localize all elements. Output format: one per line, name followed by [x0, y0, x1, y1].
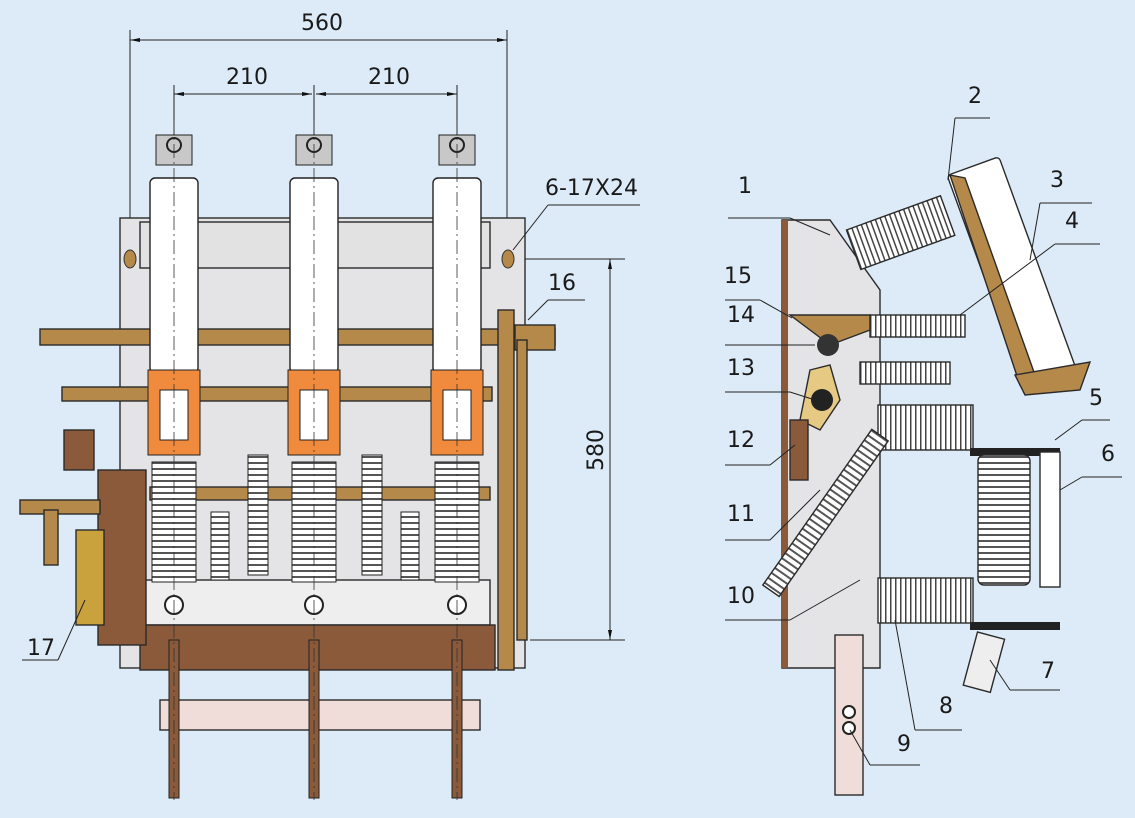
callout-3: 3: [1029, 168, 1092, 261]
label-4: 4: [1065, 209, 1079, 234]
cable-terminal: [962, 631, 1006, 694]
label-9: 9: [897, 732, 911, 757]
callout-9: 9: [849, 729, 920, 766]
operating-bar: [61, 386, 493, 402]
callout-15: 15: [724, 264, 793, 319]
leader-line: [769, 489, 821, 541]
dimension-580: 580: [505, 258, 625, 641]
operating-mechanism: [97, 469, 147, 646]
callout-5: 5: [1054, 386, 1110, 441]
support-insulator-upper: [877, 404, 974, 451]
label-14: 14: [727, 303, 755, 328]
callout-14: 14: [725, 303, 815, 346]
label-8: 8: [939, 694, 953, 719]
front-view: 560 210 210 580 6-17X24: [19, 11, 640, 800]
leader-line: [959, 243, 1056, 316]
spring-small-2: [400, 511, 420, 581]
dimension-560-label: 560: [301, 11, 343, 36]
label-13: 13: [727, 356, 755, 381]
mounting-holes-label: 6-17X24: [545, 176, 638, 201]
leader-line: [894, 619, 916, 731]
label-2: 2: [968, 84, 982, 109]
callout-2: 2: [947, 84, 990, 181]
label-3: 3: [1050, 168, 1064, 193]
handle: [43, 509, 59, 566]
actuator: [63, 429, 95, 471]
leader-line: [789, 217, 831, 236]
handle-shaft: [19, 499, 101, 515]
frame-edge: [782, 220, 788, 668]
earth-bolt-lower: [842, 721, 856, 735]
leader-line: [849, 729, 871, 766]
insulating-rod-lower: [859, 361, 951, 385]
earth-bolt-upper: [842, 705, 856, 719]
vertical-rod: [516, 339, 528, 641]
dimension-580-label: 580: [584, 429, 609, 471]
mounting-hole-left: [123, 249, 137, 269]
label-6: 6: [1101, 442, 1115, 467]
callout-13: 13: [725, 356, 816, 401]
label-11: 11: [727, 502, 755, 527]
upper-bracket: [970, 448, 1060, 456]
mounting-hole-right: [501, 249, 515, 269]
label-5: 5: [1089, 386, 1103, 411]
poles: [147, 120, 484, 800]
leader-line: [759, 299, 793, 319]
leader-line: [769, 444, 796, 466]
leader-line: [989, 659, 1011, 691]
insulating-rod-upper: [869, 314, 966, 338]
crank-lever: [787, 314, 871, 346]
leader-line: [789, 579, 861, 621]
callout-1: 1: [728, 174, 831, 236]
pole-1: [147, 120, 201, 800]
callout-6: 6: [1059, 442, 1122, 491]
pole-3: [430, 120, 484, 800]
callout-12: 12: [725, 428, 796, 466]
dimension-560: 560: [129, 11, 508, 250]
post-insulator: [1039, 451, 1061, 588]
support-insulator-lower: [877, 577, 974, 624]
vacuum-interrupter: [977, 454, 1031, 586]
label-7: 7: [1041, 659, 1055, 684]
callout-10: 10: [725, 579, 861, 621]
main-shaft-hub: [817, 334, 839, 356]
side-rail: [497, 309, 515, 671]
lower-bracket: [970, 622, 1060, 630]
callout-11: 11: [725, 489, 821, 541]
spring-1: [247, 454, 269, 576]
lower-contact: [1013, 361, 1092, 396]
dimension-210-left-label: 210: [226, 65, 268, 90]
spring-small-1: [210, 511, 230, 581]
dimension-210-right-label: 210: [368, 65, 410, 90]
spring-rod: [761, 428, 890, 598]
leader-line: [1059, 476, 1083, 491]
callout-8: 8: [894, 619, 962, 731]
damper: [789, 419, 809, 481]
leader-line: [947, 117, 956, 181]
label-10: 10: [727, 584, 755, 609]
earthing-busbar: [159, 699, 481, 731]
label-16: 16: [548, 271, 576, 296]
leader-line: [1054, 419, 1083, 441]
upper-insulator: [845, 194, 956, 271]
callout-4: 4: [959, 209, 1100, 316]
leader-line: [789, 391, 816, 401]
pole-2: [287, 120, 341, 800]
label-12: 12: [727, 428, 755, 453]
linkage-hub: [811, 389, 833, 411]
label-17: 17: [27, 636, 55, 661]
label-15: 15: [724, 264, 752, 289]
leader-line: [1029, 202, 1041, 261]
callout-7: 7: [989, 659, 1060, 691]
label-1: 1: [738, 174, 752, 199]
spring-2: [361, 454, 383, 576]
dimension-210-pair: 210 210: [173, 65, 458, 160]
